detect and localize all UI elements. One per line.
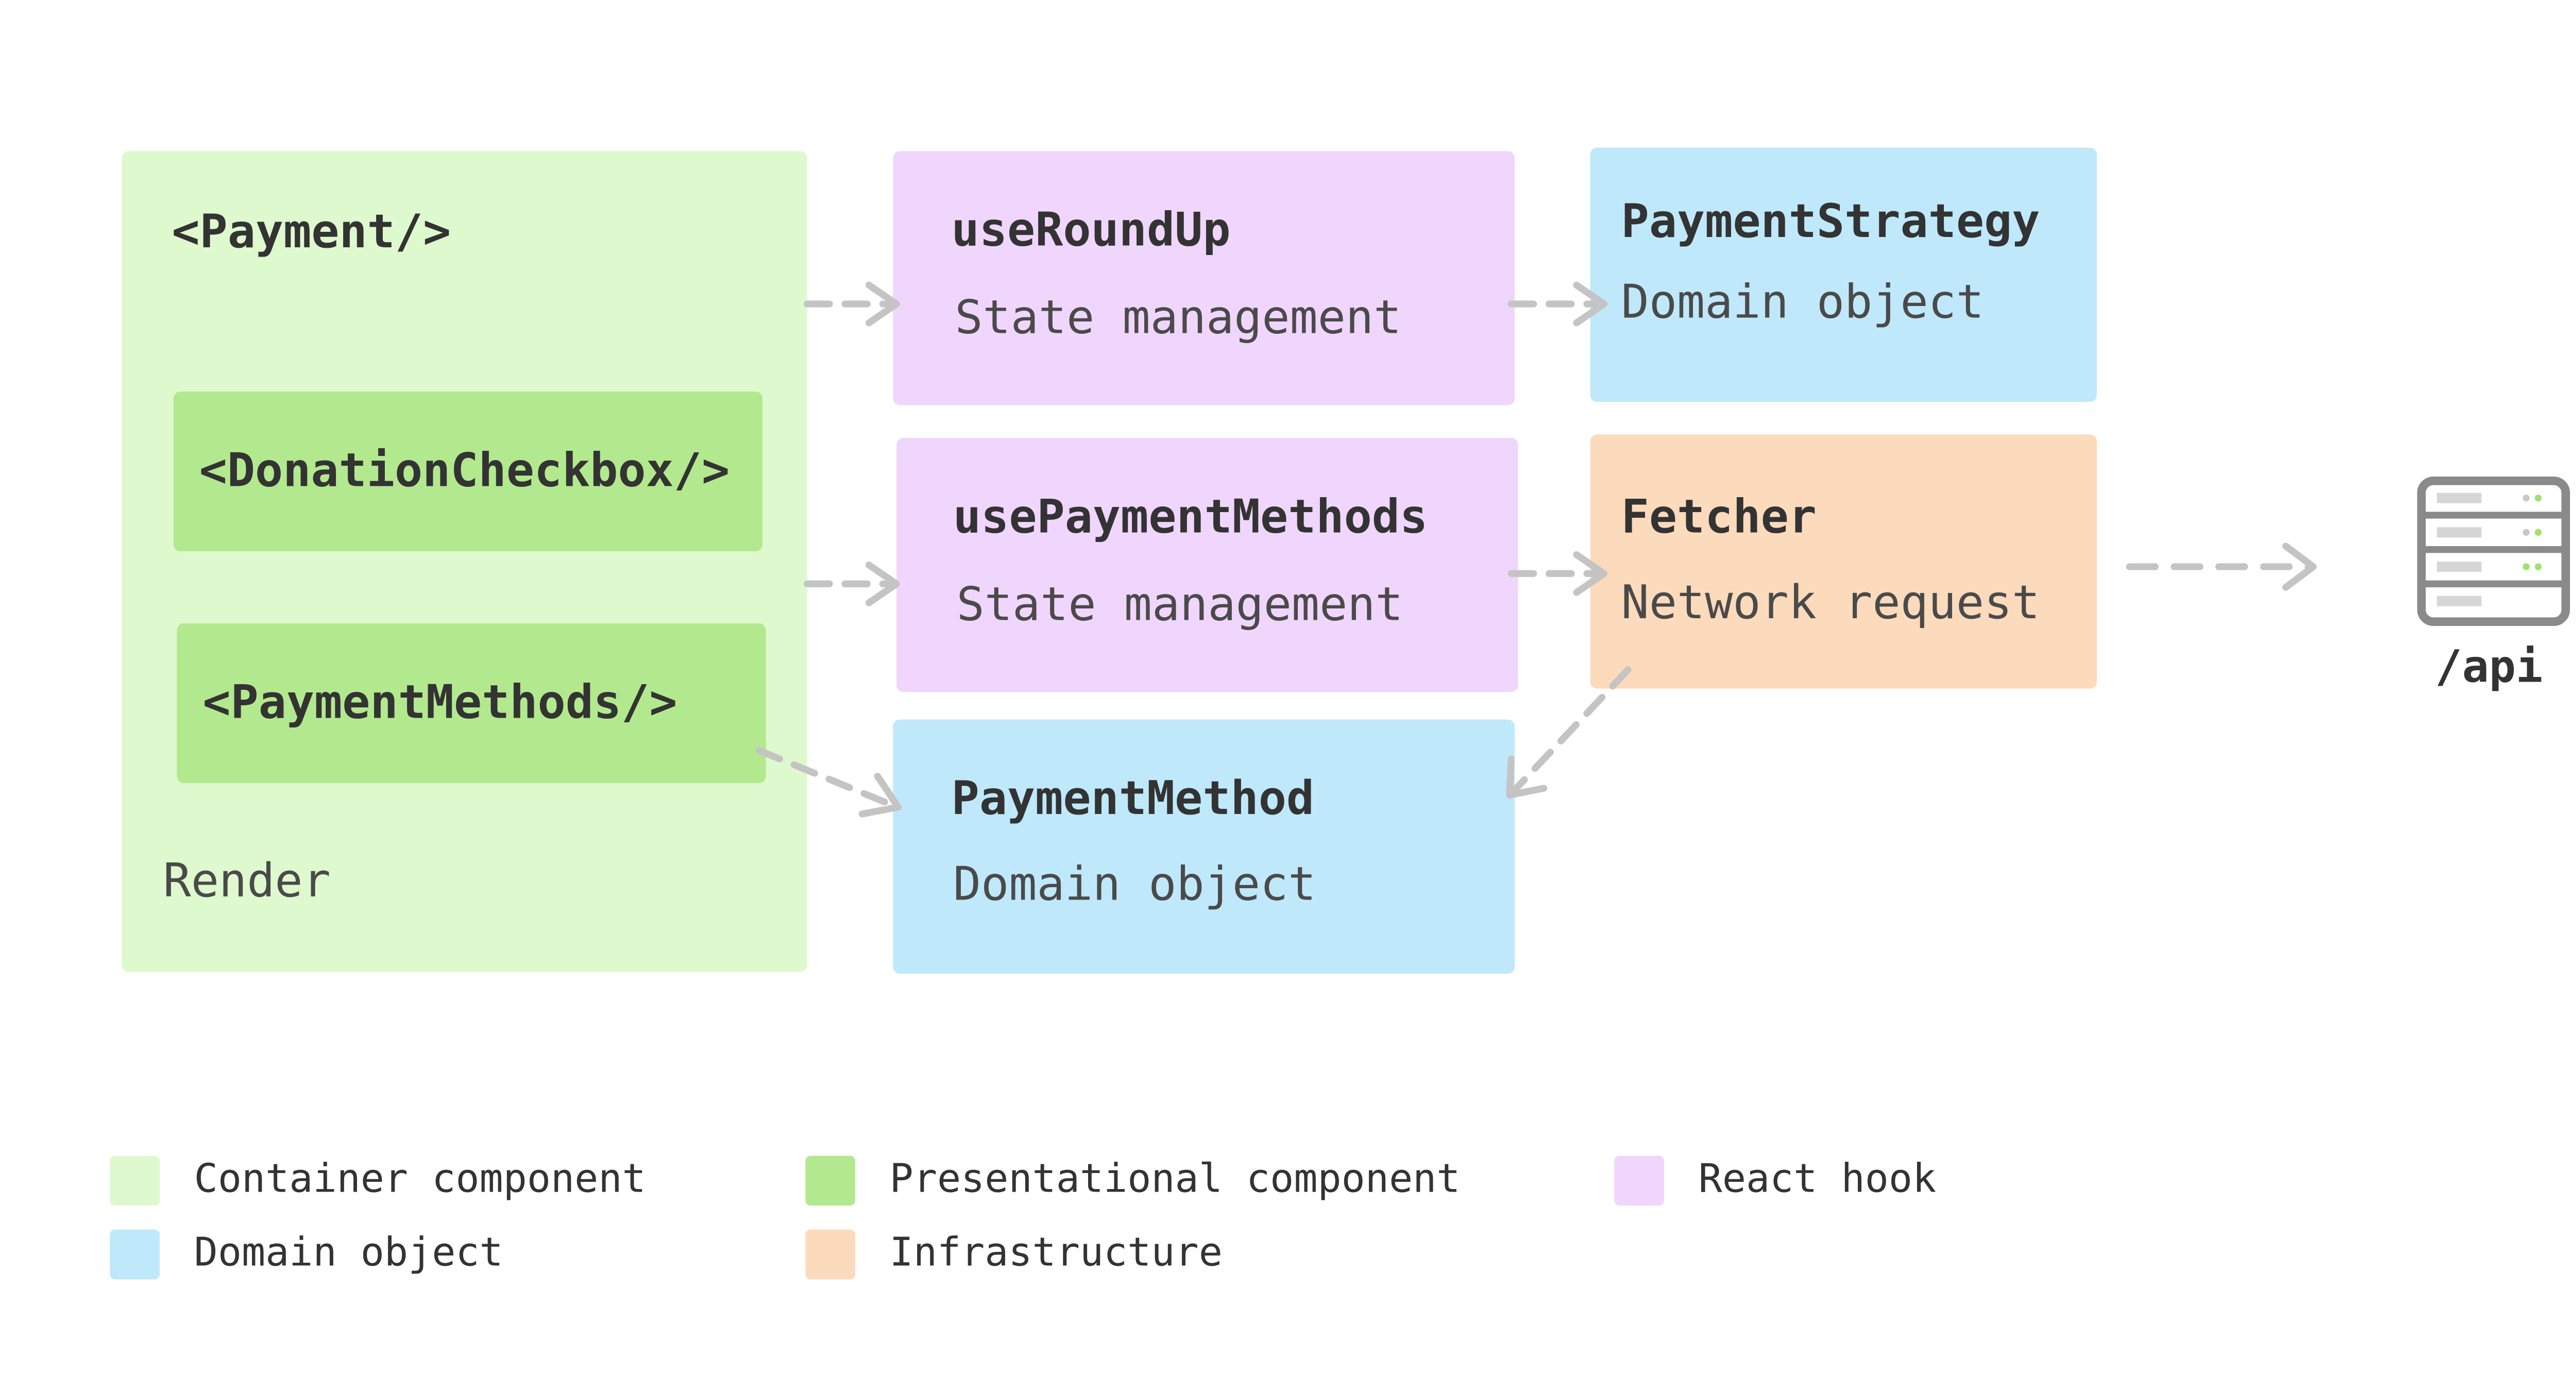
payment-strategy-box xyxy=(1590,147,2097,402)
payment-strategy-subtitle: Domain object xyxy=(1621,276,1985,330)
arrow-paymentmethods-to-paymentmethod xyxy=(755,747,896,809)
legend-swatch-infra xyxy=(805,1229,855,1280)
use-payment-methods-title: usePaymentMethods xyxy=(953,491,1428,545)
arrowhead-useroundup-to-paymentstrategy xyxy=(1573,281,1607,327)
arrowhead-usepaymentmethods-to-fetcher xyxy=(1573,551,1607,596)
legend-swatch-container xyxy=(110,1156,160,1206)
legend-label-container: Container component xyxy=(194,1157,646,1202)
api-label: /api xyxy=(2435,642,2543,694)
legend-label-hook: React hook xyxy=(1698,1157,1937,1202)
arrow-fetcher-to-paymentmethod xyxy=(1511,666,1632,793)
use-payment-methods-subtitle: State management xyxy=(956,579,1403,632)
payment-container-box xyxy=(122,151,807,972)
arrowhead-fetcher-to-api xyxy=(2282,542,2317,591)
payment-method-title: PaymentMethod xyxy=(951,773,1315,826)
payment-methods-component-title: <PaymentMethods/> xyxy=(202,676,677,730)
payment-strategy-title: PaymentStrategy xyxy=(1621,196,2040,249)
payment-subtitle: Render xyxy=(163,855,331,909)
fetcher-title: Fetcher xyxy=(1621,491,1817,545)
arrowhead-fetcher-to-paymentmethod xyxy=(1506,755,1548,799)
legend-label-domain: Domain object xyxy=(194,1231,503,1276)
legend-label-presentational: Presentational component xyxy=(889,1157,1461,1202)
legend-swatch-presentational xyxy=(805,1156,855,1206)
arrowhead-paymentmethods-to-paymentmethod xyxy=(858,772,902,818)
use-payment-methods-box xyxy=(896,438,1518,692)
payment-method-subtitle: Domain object xyxy=(953,858,1316,912)
payment-method-box xyxy=(893,719,1515,974)
fetcher-box xyxy=(1590,434,2097,689)
donation-checkbox-box xyxy=(173,392,763,551)
arrowhead-payment-to-useroundup xyxy=(865,281,900,327)
legend-label-infra: Infrastructure xyxy=(889,1231,1223,1276)
use-round-up-subtitle: State management xyxy=(955,292,1402,345)
use-round-up-box xyxy=(893,151,1515,405)
payment-methods-component-box xyxy=(177,623,766,783)
legend-swatch-hook xyxy=(1614,1156,1664,1206)
use-round-up-title: useRoundUp xyxy=(951,204,1231,258)
server-icon xyxy=(2417,476,2570,626)
payment-title: <Payment/> xyxy=(172,206,451,260)
legend-swatch-domain xyxy=(110,1229,160,1280)
fetcher-subtitle: Network request xyxy=(1621,577,2040,631)
donation-checkbox-title: <DonationCheckbox/> xyxy=(199,445,730,498)
arrowhead-payment-to-usepaymentmethods xyxy=(865,561,900,606)
